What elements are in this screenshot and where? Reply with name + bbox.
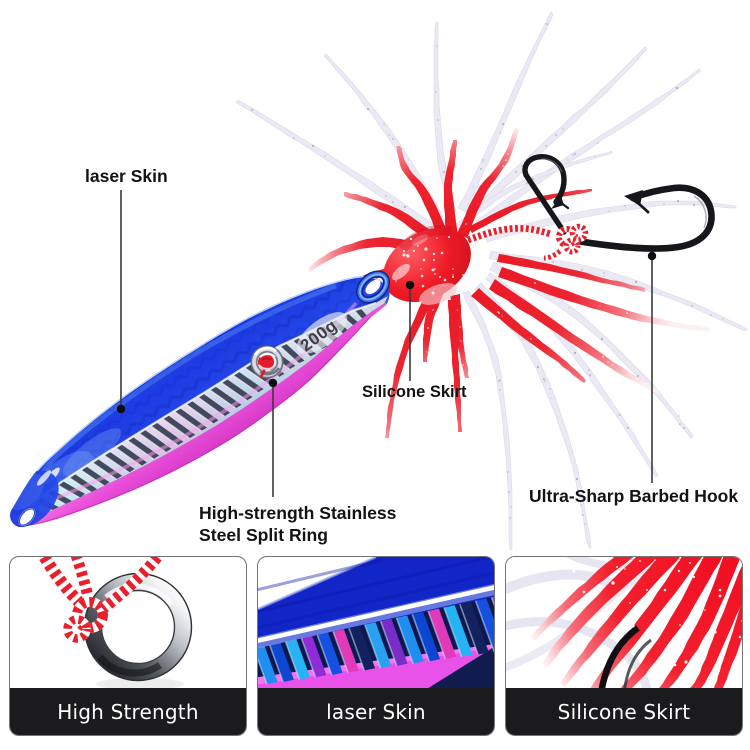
pointer-dot bbox=[405, 280, 415, 290]
panel-silicone-skirt-photo bbox=[506, 557, 742, 697]
pointer-silicone-skirt bbox=[405, 280, 415, 381]
pale-tentacle bbox=[457, 11, 554, 213]
split-ring-cord bbox=[258, 352, 276, 379]
panel-high-strength-photo bbox=[37, 557, 193, 690]
red-tentacle bbox=[498, 267, 710, 332]
large-hook-barb bbox=[635, 200, 650, 214]
silicone-skirt-head bbox=[383, 224, 471, 305]
label-barbed-hook: Ultra-Sharp Barbed Hook bbox=[529, 486, 739, 506]
label-split-ring-line2: Steel Split Ring bbox=[199, 524, 329, 545]
red-tentacle bbox=[468, 189, 592, 233]
pointer-dot bbox=[116, 404, 126, 414]
red-tentacle bbox=[497, 254, 645, 292]
assist-hook-large bbox=[573, 184, 715, 252]
skirt-red-tentacles bbox=[308, 127, 710, 438]
red-tentacle bbox=[396, 146, 450, 242]
skirt-strand bbox=[540, 557, 659, 671]
large-hook-wire bbox=[573, 184, 715, 252]
pointer-split-ring bbox=[268, 378, 278, 497]
panel-silicone-skirt: Silicone Skirt bbox=[505, 556, 743, 736]
skirt-strand bbox=[587, 557, 703, 697]
skirt-pale-tentacles bbox=[235, 11, 748, 551]
panel-high-strength-caption: High Strength bbox=[10, 688, 246, 735]
pointer-dot bbox=[268, 378, 278, 388]
small-hook-wire bbox=[522, 153, 567, 235]
red-tentacle bbox=[444, 140, 458, 236]
red-tentacle bbox=[457, 127, 519, 238]
hook-silhouette bbox=[597, 625, 640, 694]
head-eyelet bbox=[356, 270, 390, 304]
skirt-strand bbox=[530, 557, 634, 641]
panel-high-strength: High Strength bbox=[9, 556, 247, 736]
pale-tentacle bbox=[474, 282, 592, 549]
small-hook-barb bbox=[558, 200, 570, 210]
red-tentacle bbox=[489, 279, 661, 395]
split-ring bbox=[250, 345, 284, 379]
pointer-laser-skin bbox=[116, 190, 126, 414]
skirt-strand bbox=[560, 557, 680, 687]
skirt-strand bbox=[655, 557, 741, 697]
braided-cord bbox=[37, 557, 165, 643]
red-tentacle bbox=[423, 290, 443, 362]
assist-hooks bbox=[522, 153, 715, 252]
skirt-speckles bbox=[395, 235, 464, 295]
skirt-strand bbox=[687, 566, 742, 697]
panel-laser-skin-caption: laser Skin bbox=[258, 688, 494, 735]
cord-knot bbox=[543, 223, 589, 261]
small-hook-point bbox=[551, 196, 564, 209]
skirt-strand bbox=[617, 557, 723, 697]
tail-eyelet bbox=[17, 506, 37, 528]
panel-laser-skin: laser Skin bbox=[257, 556, 495, 736]
laser-skin-closeup bbox=[258, 557, 494, 692]
pale-tentacle bbox=[462, 290, 513, 551]
label-split-ring: High-strength Stainless Steel Split Ring bbox=[199, 503, 396, 546]
braided-assist-cord bbox=[466, 223, 589, 261]
label-split-ring-line1: High-strength Stainless bbox=[199, 503, 397, 523]
pointer-barbed-hook bbox=[647, 251, 657, 483]
pale-tentacle bbox=[235, 99, 435, 232]
pointers bbox=[116, 190, 657, 497]
jig-body: 200g bbox=[10, 270, 390, 528]
pale-tentacle bbox=[466, 46, 648, 220]
label-silicone-skirt: Silicone Skirt bbox=[362, 383, 467, 401]
pointer-dot bbox=[647, 251, 657, 261]
panel-silicone-skirt-caption: Silicone Skirt bbox=[506, 688, 742, 735]
red-tentacle bbox=[448, 300, 462, 432]
skirt-closeup bbox=[506, 557, 742, 697]
red-tentacle bbox=[385, 294, 434, 438]
assist-hook-small bbox=[522, 153, 570, 235]
label-laser-skin: laser Skin bbox=[85, 166, 168, 186]
pale-tentacle bbox=[452, 150, 613, 231]
skirt-strand bbox=[713, 602, 742, 696]
pale-tentacle bbox=[433, 21, 457, 214]
red-tentacle bbox=[471, 288, 586, 383]
panel-laser-skin-photo bbox=[258, 557, 494, 692]
